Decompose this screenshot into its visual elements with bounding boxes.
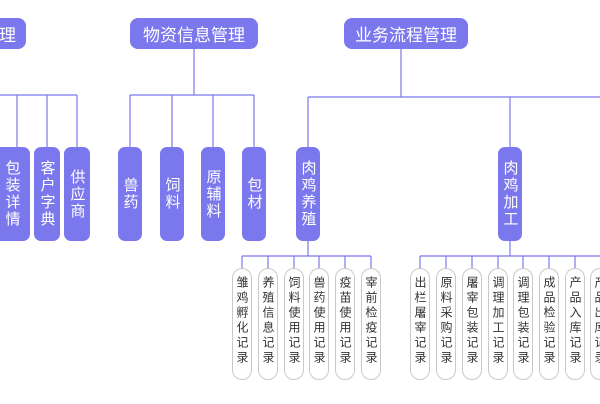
node-veterinary-drugs: 兽药	[118, 147, 142, 241]
node-packaging-materials: 包材	[242, 147, 266, 241]
leaf-product-inspection-record: 成品检验记录	[539, 268, 559, 380]
leaf-prep-processing-record: 调理加工记录	[488, 268, 508, 380]
header-business-process: 业务流程管理	[344, 18, 468, 49]
node-chicken-processing: 肉鸡加工	[498, 147, 522, 241]
leaf-raising-info-record: 养殖信息记录	[258, 268, 278, 380]
header-material-info: 物资信息管理	[130, 18, 258, 49]
node-raw-materials: 原辅料	[201, 147, 225, 241]
node-packaging-details: 包装详情	[0, 147, 30, 241]
leaf-prep-packaging-record: 调理包装记录	[513, 268, 533, 380]
leaf-slaughter-record: 出栏屠宰记录	[410, 268, 430, 380]
node-feed: 饲料	[160, 147, 184, 241]
leaf-product-warehousing-record: 产品入库记录	[565, 268, 585, 380]
leaf-vet-drug-usage-record: 兽药使用记录	[309, 268, 329, 380]
node-chicken-raising: 肉鸡养殖	[296, 147, 320, 241]
leaf-vaccine-usage-record: 疫苗使用记录	[335, 268, 355, 380]
leaf-product-outbound-record: 产品出库记录	[590, 268, 600, 380]
leaf-chick-hatching-record: 雏鸡孵化记录	[232, 268, 252, 380]
leaf-raw-purchase-record: 原料采购记录	[436, 268, 456, 380]
leaf-pre-slaughter-quarantine-record: 宰前检疫记录	[361, 268, 381, 380]
leaf-slaughter-packaging-record: 屠宰包装记录	[462, 268, 482, 380]
node-customer-dictionary: 客户字典	[34, 147, 60, 241]
header-left-partial: 理	[0, 18, 26, 49]
node-supplier: 供应商	[64, 147, 90, 241]
leaf-feed-usage-record: 饲料使用记录	[284, 268, 304, 380]
